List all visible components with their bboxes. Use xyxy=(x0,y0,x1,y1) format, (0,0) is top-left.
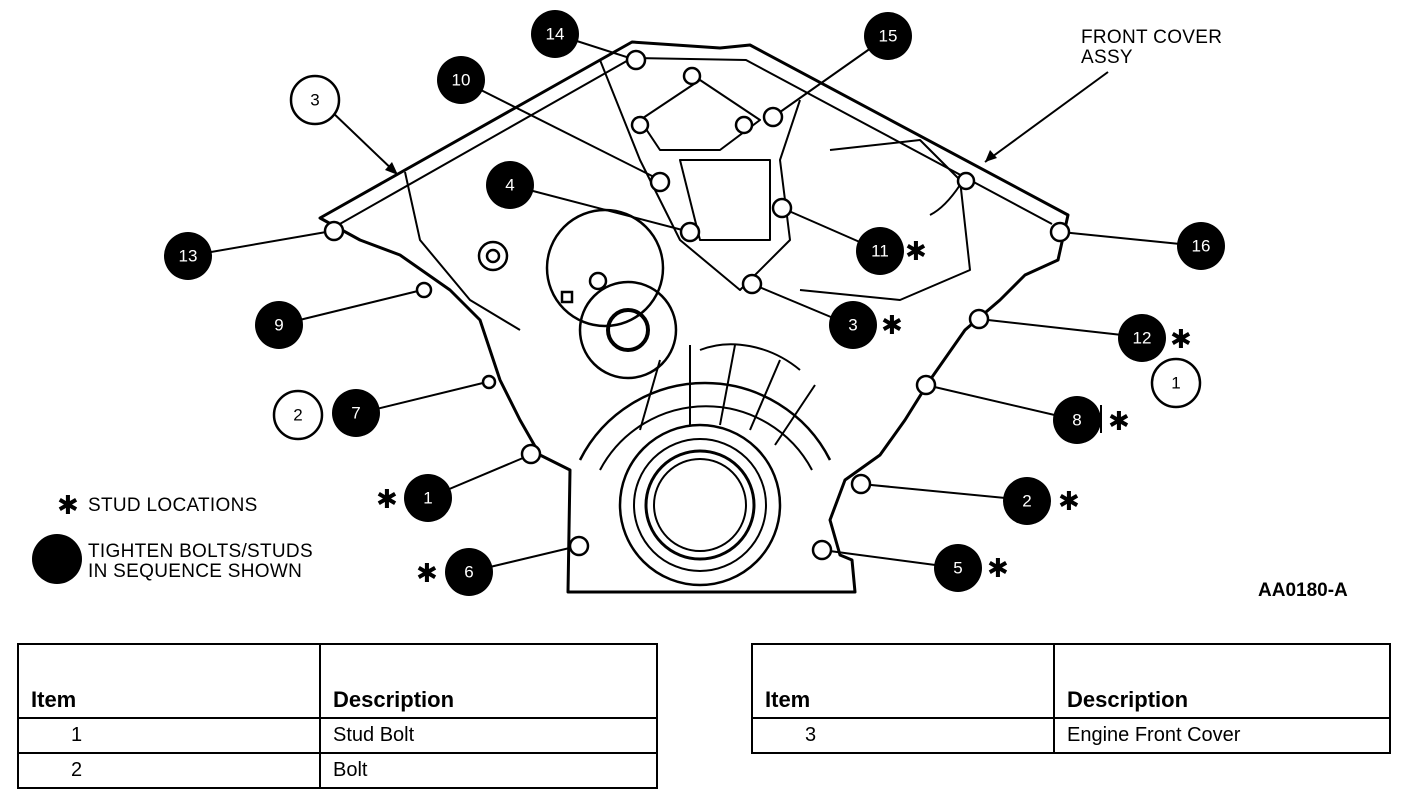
table-header-description: Description xyxy=(319,643,658,719)
sequence-number: 3 xyxy=(848,316,857,335)
bolt-hole-6 xyxy=(568,535,590,557)
leader-arrowheads xyxy=(385,150,997,175)
sequence-number: 14 xyxy=(546,25,565,44)
stud-asterisk-5: ✱ xyxy=(987,554,1009,584)
bolt-hole-5 xyxy=(811,539,833,561)
sequence-callout-8: 8 xyxy=(1053,396,1101,444)
item-callout-number: 3 xyxy=(310,91,319,110)
item-callout-1: 1 xyxy=(1150,357,1202,409)
sequence-number: 12 xyxy=(1133,329,1152,348)
sequence-callout-3: 3 xyxy=(829,301,877,349)
parts-table-left: Item Description 1 Stud Bolt 2 Bolt xyxy=(17,643,658,789)
sequence-callout-10: 10 xyxy=(437,56,485,104)
legend-black-dot xyxy=(32,534,82,584)
bolt-hole-15 xyxy=(762,106,784,128)
table-header-row: Item Description xyxy=(17,643,658,719)
tighten-sequence-label: TIGHTEN BOLTS/STUDS IN SEQUENCE SHOWN xyxy=(88,542,313,582)
bolt-hole-16 xyxy=(1049,221,1071,243)
item-callout-number: 2 xyxy=(293,406,302,425)
stud-asterisk-6: ✱ xyxy=(416,559,438,589)
leader-lines xyxy=(187,33,1201,573)
stud-asterisk-3: ✱ xyxy=(881,311,903,341)
sequence-number: 5 xyxy=(953,559,962,578)
bolt-hole-12 xyxy=(968,308,990,330)
bolt-hole-13 xyxy=(323,220,345,242)
bolt-hole-10 xyxy=(649,171,671,193)
sequence-number: 7 xyxy=(351,404,360,423)
stud-locations-label: STUD LOCATIONS xyxy=(88,495,258,516)
sequence-callout-12: 12 xyxy=(1118,314,1166,362)
table-row: 1 Stud Bolt xyxy=(17,717,658,754)
sequence-number: 15 xyxy=(879,27,898,46)
sequence-callouts: 14 15 10 4 11 3 13 16 9 12 7 8 1 2 6 5 xyxy=(164,10,1225,596)
sequence-callout-11: 11 xyxy=(856,227,904,275)
sequence-callout-9: 9 xyxy=(255,301,303,349)
table-row: 2 Bolt xyxy=(17,752,658,789)
sequence-callout-1: 1 xyxy=(404,474,452,522)
crankshaft-seal xyxy=(578,343,832,587)
bolt-hole-4 xyxy=(679,221,701,243)
table-cell-description: Stud Bolt xyxy=(319,717,658,754)
bolt-hole-3 xyxy=(741,273,763,295)
front-cover-assy-label: FRONT COVER ASSY xyxy=(1081,28,1222,68)
stud-asterisk-11: ✱ xyxy=(905,237,927,267)
bolt-hole-14 xyxy=(625,49,647,71)
table-cell-description: Bolt xyxy=(319,752,658,789)
item-callout-2: 2 xyxy=(272,389,324,441)
item-callouts: 3 2 1 xyxy=(272,74,1202,441)
table-cell-item: 3 xyxy=(751,717,1055,754)
sequence-number: 8 xyxy=(1072,411,1081,430)
sequence-number: 6 xyxy=(464,563,473,582)
stud-asterisk-2: ✱ xyxy=(1058,487,1080,517)
table-cell-item: 2 xyxy=(17,752,321,789)
table-header-description: Description xyxy=(1053,643,1391,719)
bolt-hole-2 xyxy=(850,473,872,495)
reference-code: AA0180-A xyxy=(1258,580,1348,601)
sequence-callout-2: 2 xyxy=(1003,477,1051,525)
table-cell-description: Engine Front Cover xyxy=(1053,717,1391,754)
item-callout-number: 1 xyxy=(1171,374,1180,393)
sequence-number: 11 xyxy=(871,242,889,261)
front-cover-label-line2: ASSY xyxy=(1081,47,1133,68)
sequence-number: 2 xyxy=(1022,492,1031,511)
stud-asterisk-1: ✱ xyxy=(376,485,398,515)
table-row: 3 Engine Front Cover xyxy=(751,717,1391,754)
sequence-callout-4: 4 xyxy=(486,161,534,209)
sequence-number: 13 xyxy=(179,247,198,266)
sequence-callout-15: 15 xyxy=(864,12,912,60)
pump-pulleys xyxy=(477,208,678,380)
sequence-callout-6: 6 xyxy=(445,548,493,596)
sequence-number: 4 xyxy=(505,176,514,195)
front-cover-label-line1: FRONT COVER xyxy=(1081,27,1223,48)
table-header-row: Item Description xyxy=(751,643,1391,719)
legend-asterisk: ✱ xyxy=(57,491,79,521)
engine-front-cover-diagram: 14 15 10 4 11 3 13 16 9 12 7 8 1 2 6 5 ✱… xyxy=(32,10,1225,596)
sequence-callout-5: 5 xyxy=(934,544,982,592)
bolt-hole-9 xyxy=(415,281,433,299)
tighten-label-line2: IN SEQUENCE SHOWN xyxy=(88,561,303,582)
sequence-number: 9 xyxy=(274,316,283,335)
sequence-number: 16 xyxy=(1192,237,1211,256)
stud-asterisks: ✱ ✱ ✱ ✱ ✱ ✱ ✱ ✱ ✱ xyxy=(57,237,1192,589)
bolt-hole-11 xyxy=(771,197,793,219)
table-header-item: Item xyxy=(17,643,321,719)
stud-asterisk-8: ✱ xyxy=(1108,407,1130,437)
sequence-number: 1 xyxy=(423,489,432,508)
item-callout-3: 3 xyxy=(289,74,341,126)
bolt-hole-8 xyxy=(915,374,937,396)
stud-asterisk-12: ✱ xyxy=(1170,325,1192,355)
sequence-number: 10 xyxy=(452,71,471,90)
parts-table-right: Item Description 3 Engine Front Cover xyxy=(751,643,1391,754)
bolt-holes xyxy=(323,49,1071,561)
table-cell-item: 1 xyxy=(17,717,321,754)
sequence-callout-7: 7 xyxy=(332,389,380,437)
bolt-hole-7 xyxy=(481,374,497,390)
sequence-callout-14: 14 xyxy=(531,10,579,58)
bolt-hole-1 xyxy=(520,443,542,465)
sequence-callout-13: 13 xyxy=(164,232,212,280)
table-header-item: Item xyxy=(751,643,1055,719)
tighten-label-line1: TIGHTEN BOLTS/STUDS xyxy=(88,541,313,562)
sequence-callout-16: 16 xyxy=(1177,222,1225,270)
